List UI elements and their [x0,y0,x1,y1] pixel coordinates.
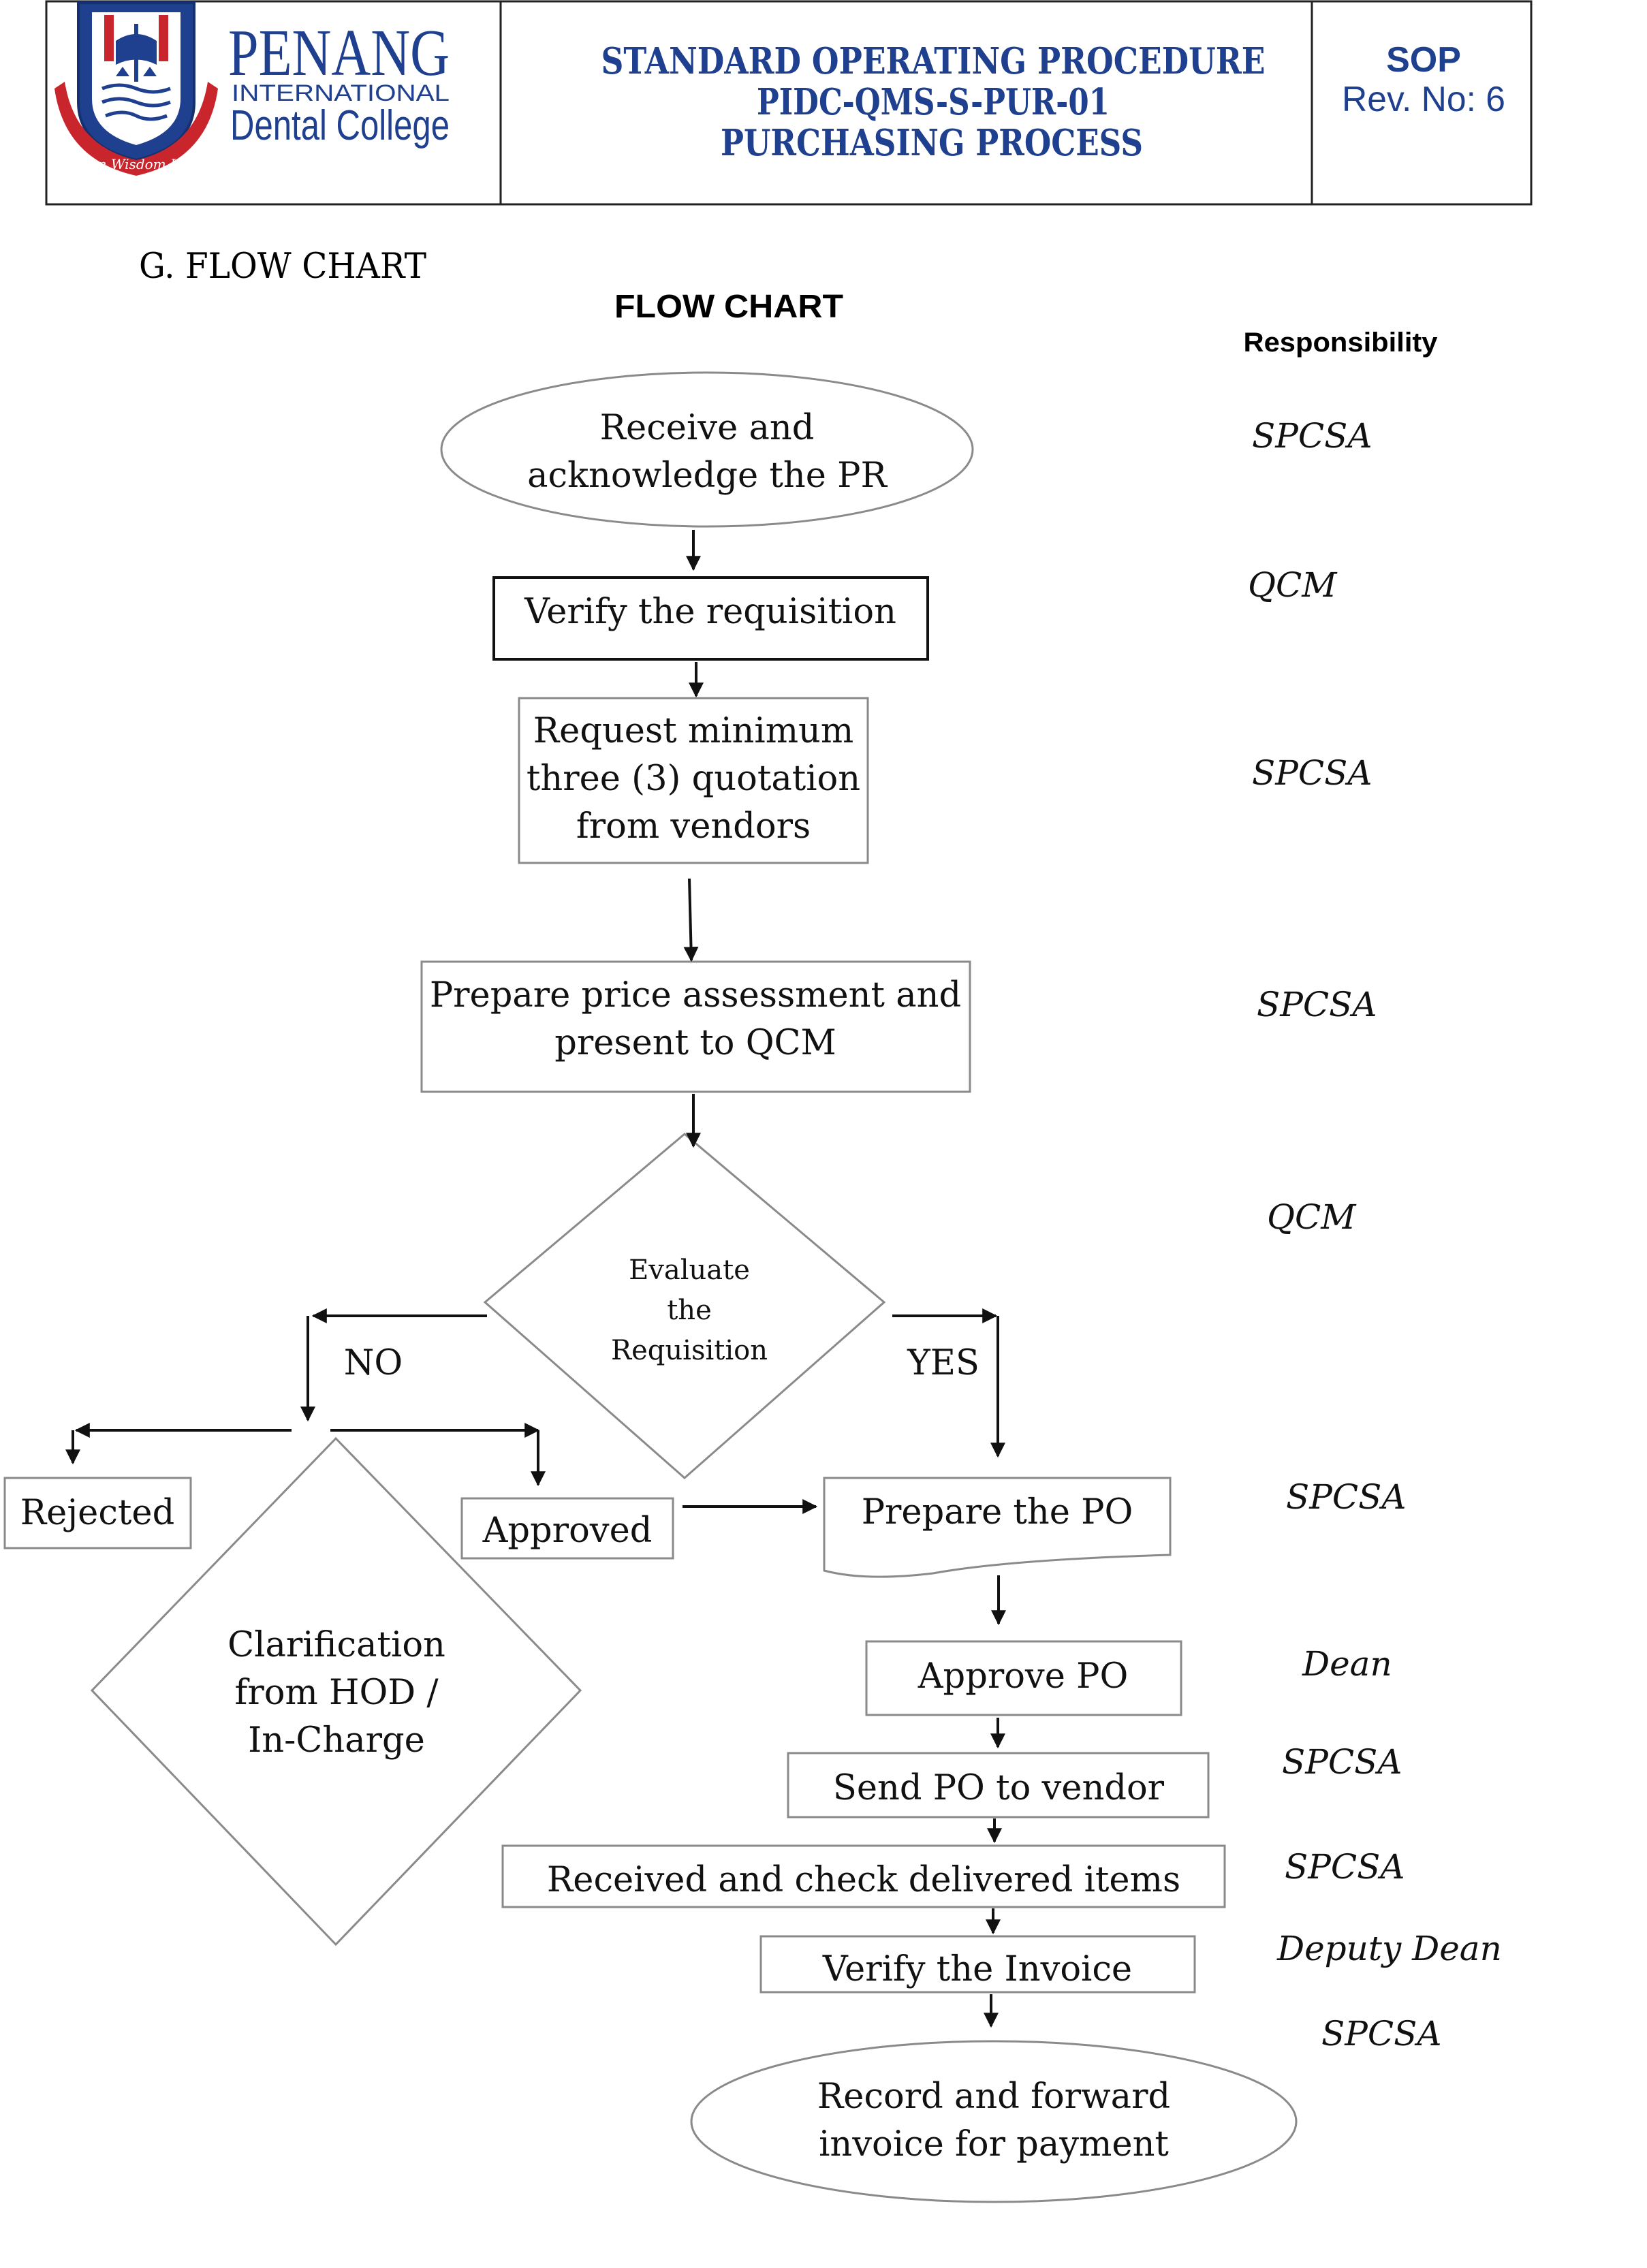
responsibility-header: Responsibility [1244,328,1439,358]
arrow-quotation-to-assessment [683,878,699,962]
yes-label: YES [907,1343,979,1383]
approved-text: Approved [482,1511,653,1551]
logo-name: PENANG [228,16,450,90]
price-assessment-line-1: Prepare price assessment and [430,975,961,1015]
record-line-2: invoice for payment [819,2124,1169,2164]
connectors [65,530,1006,2028]
received-items-box [501,1844,1226,1908]
send-po-text: Send PO to vendor [833,1768,1165,1808]
resp-approve-po: Dean [1302,1644,1392,1684]
receive-pr-line-1: Receive and [600,408,815,448]
verify-invoice-box [759,1935,1196,1994]
approve-po-text: Approve PO [917,1656,1129,1697]
resp-verify: QCM [1248,565,1338,605]
responsibility-column: SPCSA QCM SPCSA SPCSA QCM SPCSA Dean SPC… [1248,416,1502,2053]
resp-assessment: SPCSA [1257,985,1377,1024]
evaluate-line-3: Requisition [611,1335,768,1366]
clarification-line-3: In-Charge [248,1720,425,1761]
doc-type: SOP [1386,40,1461,80]
clarification-line-1: Clarification [228,1625,445,1665]
resp-receive: SPCSA [1252,416,1372,456]
resp-send-po: SPCSA [1282,1742,1402,1782]
rejected-text: Rejected [20,1493,174,1533]
request-quotation-box [518,697,869,864]
resp-verify-invoice: Deputy Dean [1276,1929,1502,1968]
resp-received: SPCSA [1285,1847,1405,1887]
sop-title-line-1: STANDARD OPERATING PROCEDURE [601,40,1266,82]
send-po-box [787,1752,1210,1818]
section-title: G. FLOW CHART [139,247,426,287]
resp-quotation: SPCSA [1252,753,1372,793]
flowchart: Receive and acknowledge the PR Verify th… [3,371,1298,2203]
prepare-po-text: Prepare the PO [862,1492,1133,1532]
receive-pr-line-2: acknowledge the PR [527,456,888,496]
logo-international: INTERNATIONAL [232,80,450,106]
verify-invoice-text: Verify the Invoice [822,1949,1132,1989]
logo-motto: Vision Wisdom Unity [65,156,209,172]
motto-ribbon-icon [54,82,218,176]
document-header: Vision Wisdom Unity PENANG INTERNATIONAL… [45,0,1533,206]
clarification-line-2: from HOD / [234,1673,439,1713]
no-label: NO [344,1343,403,1383]
request-quotation-line-2: three (3) quotation [527,759,860,799]
header-box [45,0,1533,206]
college-logo: Vision Wisdom Unity PENANG INTERNATIONAL… [54,1,450,176]
price-assessment-line-2: present to QCM [554,1023,836,1063]
received-items-text: Received and check delivered items [547,1860,1180,1900]
crest-icon [77,1,195,162]
evaluate-line-2: the [667,1295,712,1326]
evaluate-line-1: Evaluate [629,1255,750,1286]
evaluate-decision [483,1133,886,1479]
approved-box [460,1497,674,1560]
request-quotation-line-1: Request minimum [533,711,854,751]
sop-process-name: PURCHASING PROCESS [721,122,1143,164]
verify-requisition-text: Verify the requisition [524,592,896,632]
request-quotation-line-3: from vendors [576,806,811,847]
rejected-box [3,1477,192,1549]
chart-title: FLOW CHART [614,289,843,325]
resp-record: SPCSA [1321,2014,1442,2053]
start-terminator [440,371,974,528]
prepare-po-document [823,1477,1172,1578]
resp-evaluate: QCM [1267,1197,1357,1237]
logo-dental-college: Dental College [230,102,450,149]
end-terminator [690,2040,1298,2203]
resp-prepare-po: SPCSA [1286,1477,1407,1517]
price-assessment-box [420,960,971,1093]
sop-document-code: PIDC-QMS-S-PUR-01 [757,81,1110,123]
approve-po-box [865,1640,1182,1716]
clarification-decision [90,1436,582,1947]
revision-number: Rev. No: 6 [1342,80,1505,119]
verify-requisition-box [492,576,929,661]
record-line-1: Record and forward [817,2077,1170,2117]
